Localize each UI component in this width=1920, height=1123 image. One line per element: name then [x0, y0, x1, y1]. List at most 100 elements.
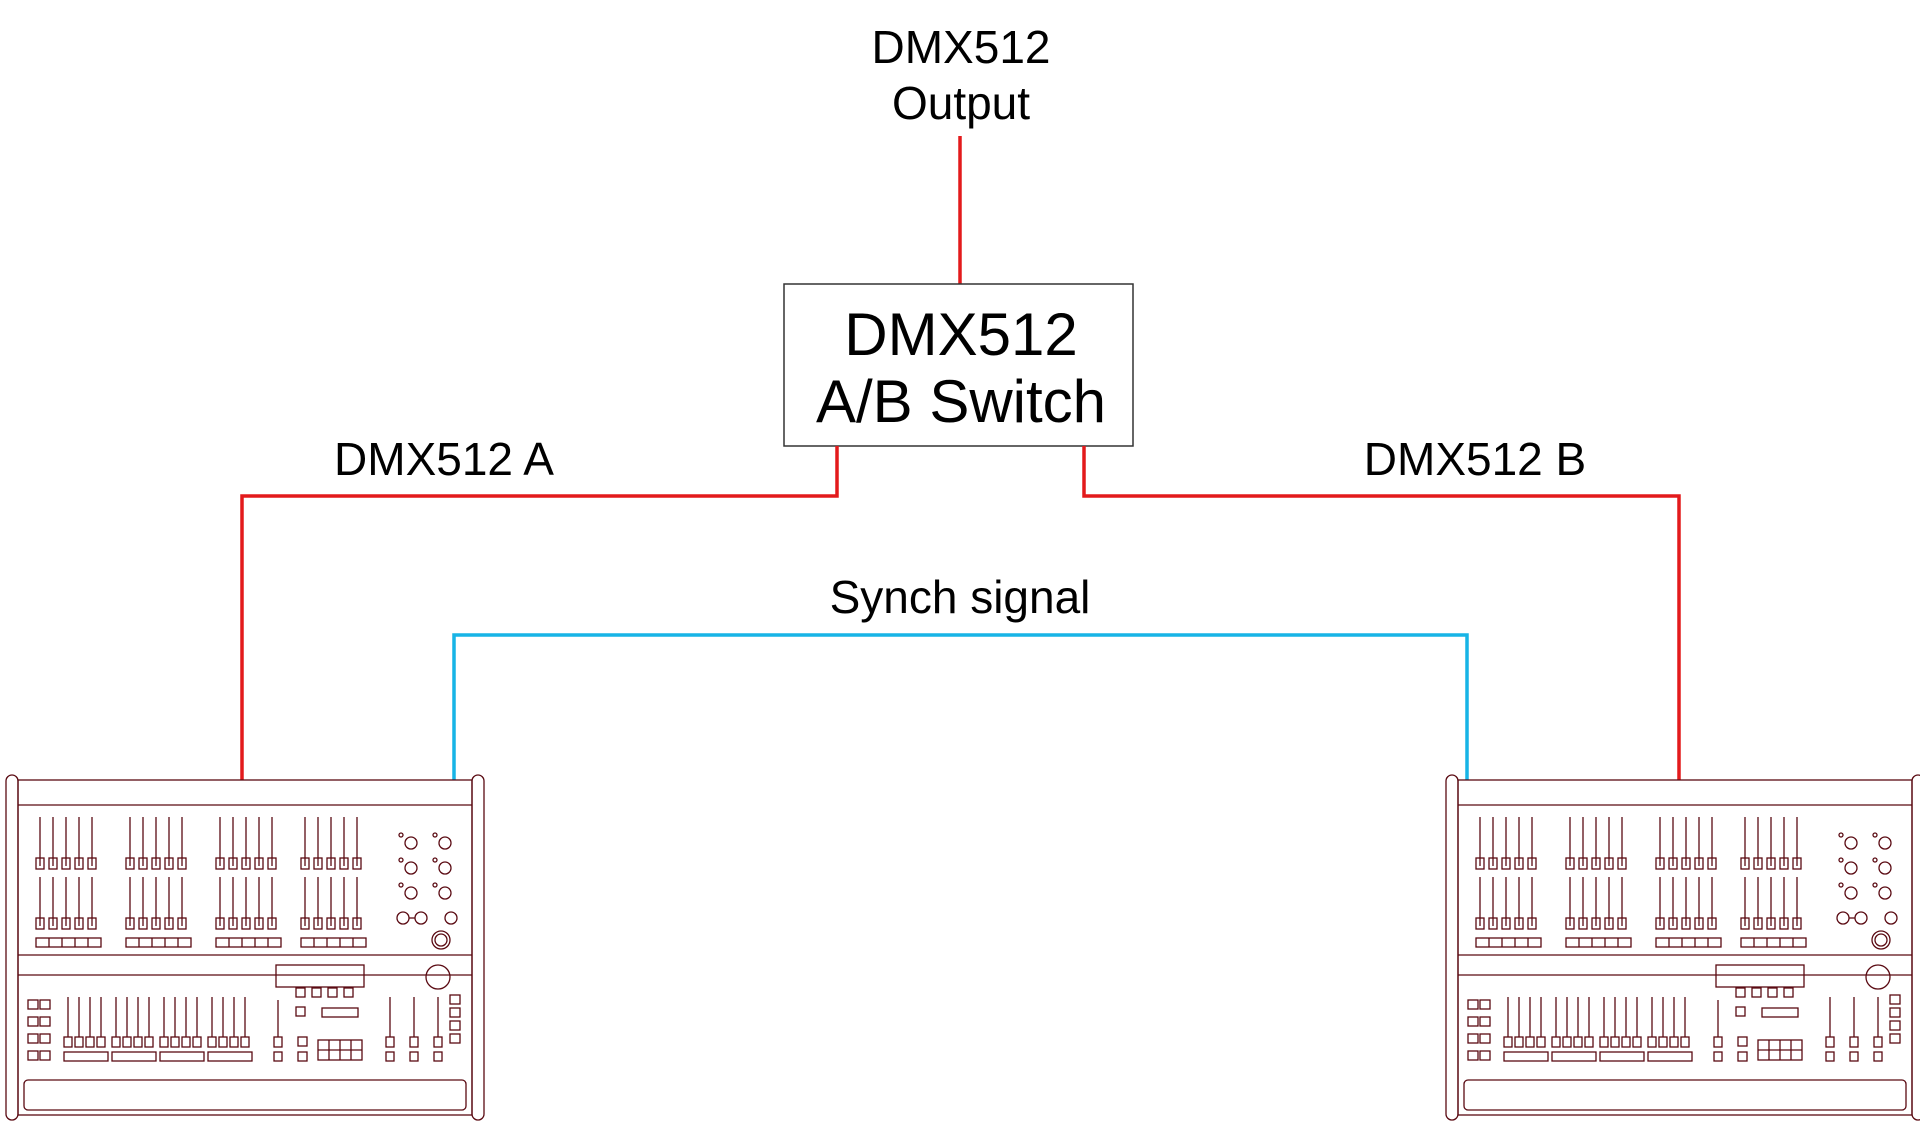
fader-cap	[1591, 857, 1601, 870]
knob-dot	[1838, 882, 1844, 888]
fader-cap	[300, 857, 310, 870]
knob-dot	[432, 857, 438, 863]
key	[1479, 1033, 1491, 1044]
fader-cap	[1514, 917, 1524, 930]
key	[1467, 1016, 1479, 1027]
mini-key	[1735, 987, 1746, 998]
right-fader-cap	[385, 1036, 395, 1048]
mini-key	[295, 987, 306, 998]
fader-cap	[1617, 917, 1627, 930]
knob-dot	[1838, 857, 1844, 863]
knob-dot	[432, 882, 438, 888]
fader-cap	[267, 917, 277, 930]
side-key	[1889, 1020, 1901, 1031]
lighting-console-b	[1445, 774, 1920, 1121]
fader-cap	[125, 917, 135, 930]
knob	[438, 836, 452, 850]
lower-button-strip	[1503, 1051, 1549, 1062]
fader-cap	[87, 917, 97, 930]
knob	[1836, 911, 1850, 925]
fader-cap	[339, 857, 349, 870]
lower-fader-cap	[181, 1036, 191, 1048]
side-key	[449, 1007, 461, 1018]
display	[1715, 964, 1805, 988]
button-strip	[1565, 937, 1632, 948]
right-key	[1873, 1051, 1883, 1062]
fader-cap	[1527, 857, 1537, 870]
mini-key	[1767, 987, 1778, 998]
key	[27, 1033, 39, 1044]
console-palm-rest	[1463, 1079, 1907, 1111]
synch-label: Synch signal	[829, 571, 1091, 623]
lower-button-strip	[1599, 1051, 1645, 1062]
fader-cap	[300, 917, 310, 930]
fader-cap	[1475, 917, 1485, 930]
center-key	[273, 1051, 283, 1062]
fader-cap	[1792, 857, 1802, 870]
lower-fader-cap	[1599, 1036, 1609, 1048]
key	[39, 999, 51, 1010]
mini-key	[1737, 1051, 1748, 1062]
fader-cap	[1779, 857, 1789, 870]
jog-wheel	[1871, 930, 1891, 950]
console-side-right	[1911, 774, 1920, 1121]
lower-button-strip	[1647, 1051, 1693, 1062]
fader-cap	[313, 917, 323, 930]
knob	[1844, 886, 1858, 900]
jog-wheel-inner	[434, 933, 448, 947]
console-side-left	[5, 774, 19, 1121]
console-side-right	[471, 774, 485, 1121]
lower-fader-cap	[1573, 1036, 1583, 1048]
key	[1479, 1016, 1491, 1027]
knob-dot	[398, 857, 404, 863]
lower-button-strip	[1551, 1051, 1597, 1062]
fader-cap	[48, 857, 58, 870]
knob	[404, 861, 418, 875]
fader-cap	[1753, 857, 1763, 870]
mini-key	[295, 1006, 306, 1017]
dmx-b-label: DMX512 B	[1363, 433, 1587, 485]
fader-cap	[1617, 857, 1627, 870]
fader-cap	[1681, 917, 1691, 930]
right-key	[433, 1051, 443, 1062]
key	[1467, 1033, 1479, 1044]
knob-dot	[1872, 882, 1878, 888]
fader-cap	[35, 917, 45, 930]
button-strip	[1475, 937, 1542, 948]
lower-fader-cap	[218, 1036, 228, 1048]
fader-cap	[254, 917, 264, 930]
fader-cap	[241, 857, 251, 870]
switch-label-line1: DMX512	[844, 301, 1078, 368]
fader-cap	[1694, 857, 1704, 870]
fader-cap	[1707, 917, 1717, 930]
console-side-left	[1445, 774, 1459, 1121]
key	[39, 1016, 51, 1027]
synch-line	[452, 633, 1469, 780]
mini-key	[343, 987, 354, 998]
knob	[396, 911, 410, 925]
fader-cap	[1591, 917, 1601, 930]
lower-fader-cap	[240, 1036, 250, 1048]
knob	[1844, 836, 1858, 850]
fader-cap	[254, 857, 264, 870]
lower-fader-cap	[192, 1036, 202, 1048]
side-key	[449, 1033, 461, 1044]
lower-fader-cap	[1680, 1036, 1690, 1048]
lower-button-strip	[207, 1051, 253, 1062]
knob-dot	[398, 882, 404, 888]
output-label-line1: DMX512	[871, 21, 1051, 73]
key	[1467, 999, 1479, 1010]
fader-cap	[151, 857, 161, 870]
dmx-b-line	[1082, 446, 1681, 780]
lower-fader-cap	[122, 1036, 132, 1048]
button-strip	[300, 937, 367, 948]
output-label-line2: Output	[891, 77, 1031, 129]
lower-fader-cap	[85, 1036, 95, 1048]
fader-cap	[313, 857, 323, 870]
fader-cap	[1475, 857, 1485, 870]
side-key	[1889, 994, 1901, 1005]
mini-key-row	[1761, 1007, 1799, 1018]
lower-fader-cap	[1584, 1036, 1594, 1048]
lower-fader-cap	[1669, 1036, 1679, 1048]
